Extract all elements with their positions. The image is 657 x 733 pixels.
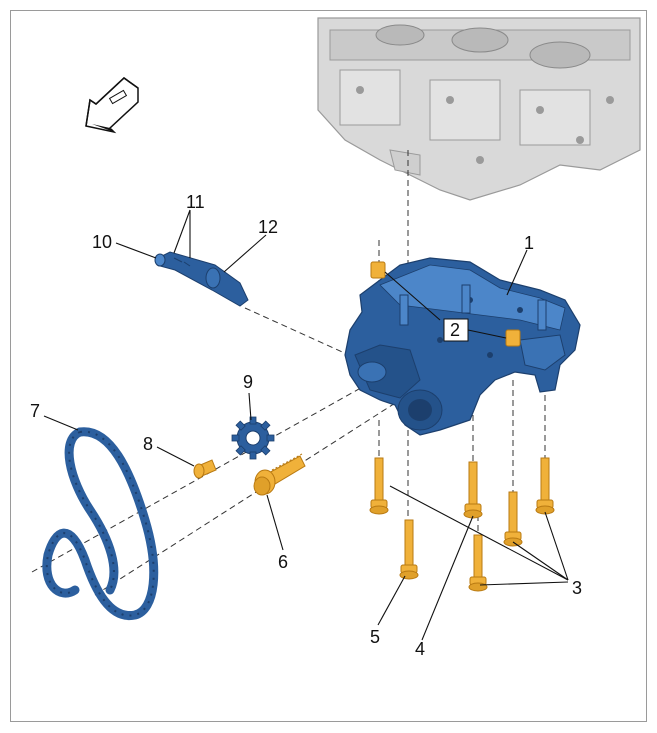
callout-12: 12 — [258, 217, 278, 237]
bolt — [503, 491, 523, 547]
alignment-lines — [31, 150, 546, 596]
bolt — [463, 461, 483, 519]
callout-2: 2 — [450, 320, 460, 340]
callout-2-box — [443, 318, 469, 342]
callout-9: 9 — [243, 372, 253, 392]
drive-chain — [42, 427, 159, 620]
callout-3: 3 — [572, 578, 582, 598]
bolt — [369, 457, 389, 515]
callout-8: 8 — [143, 434, 153, 454]
callout-1: 1 — [524, 233, 534, 253]
dowel-sleeve — [370, 261, 386, 279]
dowel-sleeve — [505, 329, 521, 347]
callout-10: 10 — [92, 232, 112, 252]
bolt — [535, 457, 555, 515]
flange-bolt-6 — [253, 453, 306, 496]
callout-labels: 1 2 3 4 5 6 7 8 9 10 11 12 — [30, 192, 582, 659]
callout-4: 4 — [415, 639, 425, 659]
vertical-bolts — [369, 457, 555, 592]
callout-7: 7 — [30, 401, 40, 421]
sprocket-bolt — [193, 459, 217, 479]
leader-lines — [43, 209, 569, 641]
callout-5: 5 — [370, 627, 380, 647]
sprocket — [231, 416, 275, 460]
callout-11: 11 — [186, 192, 205, 212]
callout-6: 6 — [278, 552, 288, 572]
bolt — [399, 519, 419, 580]
vehicle-direction-arrow-icon — [85, 77, 139, 134]
bolt — [468, 534, 488, 592]
oil-pump-body — [344, 257, 581, 436]
drive-shaft — [154, 251, 249, 307]
engine-block — [317, 17, 641, 201]
